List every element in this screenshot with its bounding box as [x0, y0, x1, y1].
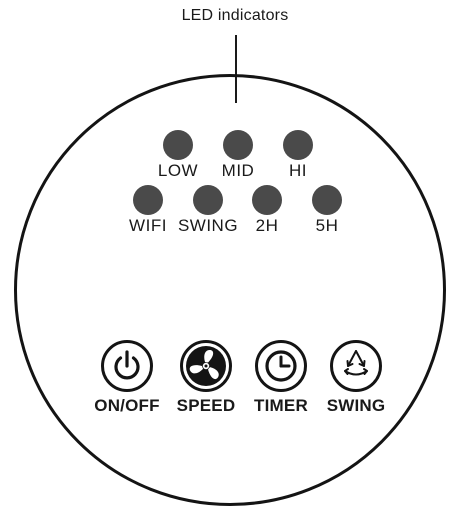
callout-leader-line: [235, 35, 237, 103]
led-wifi: [133, 185, 163, 215]
on-off-button[interactable]: [101, 340, 153, 392]
timer-label: TIMER: [254, 396, 308, 415]
on-off-label: ON/OFF: [94, 396, 160, 415]
led-hi: [283, 130, 313, 160]
timer-button[interactable]: [255, 340, 307, 392]
oscillation-icon: [344, 350, 368, 376]
led-wifi-label: WIFI: [129, 216, 167, 235]
clock-icon: [265, 350, 297, 382]
led-mid-label: MID: [221, 161, 255, 180]
led-mid: [223, 130, 253, 160]
led-swing-label: SWING: [177, 216, 239, 235]
led-hi-label: HI: [289, 161, 307, 180]
led-low: [163, 130, 193, 160]
led-low-label: LOW: [157, 161, 199, 180]
led-2h-label: 2H: [255, 216, 279, 235]
swing-button[interactable]: [330, 340, 382, 392]
speed-button[interactable]: [180, 340, 232, 392]
led-indicators-label: LED indicators: [181, 7, 289, 24]
control-panel: [14, 74, 446, 506]
led-2h: [252, 185, 282, 215]
fan-icon: [186, 346, 226, 386]
power-icon: [114, 350, 140, 380]
led-swing: [193, 185, 223, 215]
led-5h-label: 5H: [315, 216, 339, 235]
led-5h: [312, 185, 342, 215]
speed-label: SPEED: [176, 396, 236, 415]
swing-label: SWING: [326, 396, 386, 415]
